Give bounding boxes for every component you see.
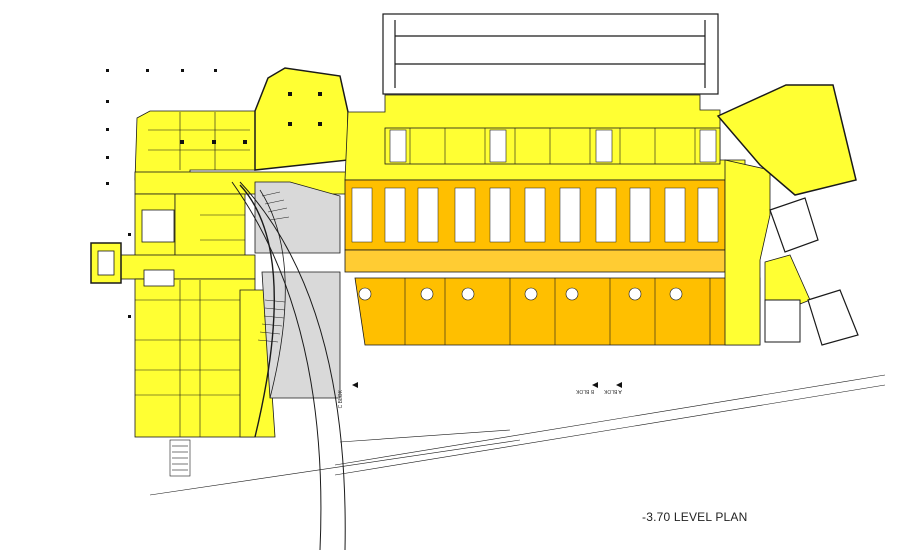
- classroom-block-lower: [354, 277, 761, 346]
- column-grid-left: [106, 69, 217, 318]
- central-cells: [409, 128, 696, 164]
- left-wing: [90, 67, 376, 438]
- atrium-stairs: [257, 191, 290, 343]
- left-wing-columns: [180, 92, 322, 144]
- plan-title: -3.70 LEVEL PLAN: [642, 510, 748, 524]
- block-arrows: [352, 382, 622, 388]
- atrium: [231, 181, 346, 550]
- block-label-c: C BLOK: [338, 390, 344, 409]
- classroom-tables: [351, 187, 719, 243]
- top-hall: [382, 13, 719, 95]
- block-label-b: B BLOK: [576, 388, 595, 394]
- right-wing: [716, 84, 859, 346]
- left-wing-partitions: [135, 112, 250, 477]
- central-lifts: [389, 129, 717, 163]
- block-label-a: A BLOK: [604, 388, 622, 394]
- lower-partitions: [404, 278, 711, 345]
- site-lines: [149, 374, 886, 496]
